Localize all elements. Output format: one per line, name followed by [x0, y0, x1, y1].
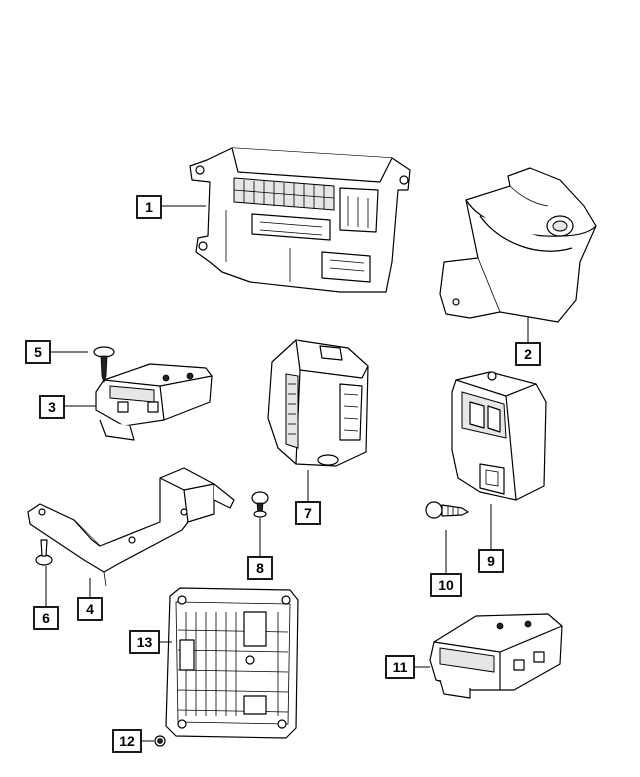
nut-12	[154, 735, 166, 747]
mounting-bracket	[27, 467, 235, 587]
callout-4: 4	[77, 597, 103, 621]
screw-6	[35, 539, 53, 566]
callout-label: 12	[119, 733, 135, 749]
callout-label: 1	[145, 199, 153, 215]
control-unit	[165, 587, 299, 739]
callout-5: 5	[25, 340, 51, 364]
callout-11: 11	[385, 655, 415, 679]
connector-module	[267, 339, 369, 467]
leader-lines	[45, 205, 529, 742]
callout-1: 1	[136, 195, 162, 219]
callout-label: 9	[487, 553, 495, 569]
callout-label: 2	[524, 346, 532, 362]
callout-label: 3	[48, 399, 56, 415]
callout-label: 6	[42, 610, 50, 626]
callout-3: 3	[39, 395, 65, 419]
callout-13: 13	[129, 630, 160, 654]
callout-label: 8	[256, 560, 264, 576]
callout-6: 6	[33, 606, 59, 630]
callout-label: 10	[438, 577, 454, 593]
callout-9: 9	[478, 549, 504, 573]
callout-label: 13	[137, 634, 153, 650]
small-module	[95, 363, 213, 441]
shroud-bracket	[439, 167, 597, 323]
screw-10	[425, 501, 469, 519]
callout-8: 8	[247, 556, 273, 580]
relay-module	[451, 371, 547, 501]
callout-12: 12	[112, 729, 142, 753]
callout-2: 2	[515, 342, 541, 366]
screw-5	[93, 346, 115, 384]
callout-label: 5	[34, 344, 42, 360]
callout-7: 7	[295, 501, 321, 525]
body-control-module	[189, 147, 411, 293]
callout-label: 11	[393, 659, 408, 675]
receiver-module	[429, 613, 563, 699]
callout-label: 4	[86, 601, 94, 617]
callout-label: 7	[304, 505, 312, 521]
screw-8	[251, 491, 269, 518]
callout-10: 10	[430, 573, 462, 597]
